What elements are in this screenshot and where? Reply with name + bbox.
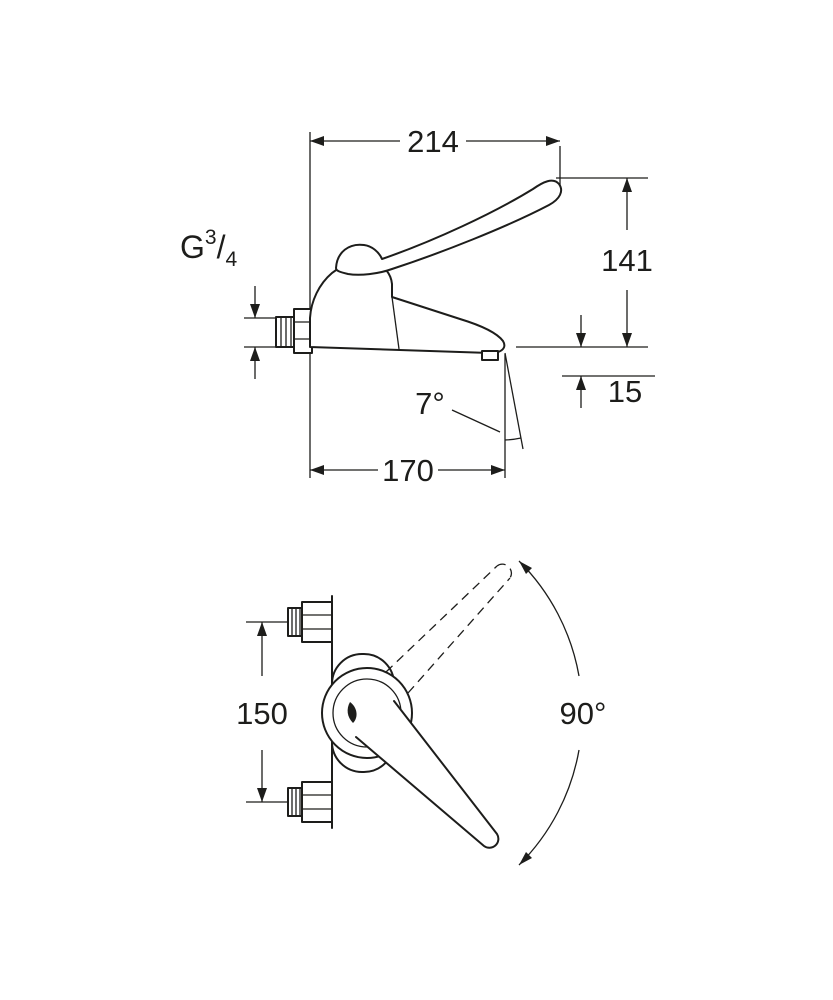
stream-angle-line <box>504 352 524 450</box>
thread-slash: / <box>217 229 226 265</box>
thread-denominator: 4 <box>225 248 237 271</box>
body-spout-seam-line <box>391 296 400 350</box>
thread-letter: G <box>180 229 205 265</box>
swing-arc-arrow-top <box>519 561 532 574</box>
dim-15-arrow-down <box>576 333 586 347</box>
angle-arc-7 <box>504 437 522 441</box>
lever-handle-plan-fill <box>354 701 499 848</box>
dim-214-arrow-left <box>310 136 324 146</box>
swing-arc-lower <box>518 749 580 866</box>
dim-spout-reach <box>310 465 505 475</box>
swing-arc-90 <box>518 560 580 866</box>
angle-7-label: 7° <box>415 386 445 421</box>
swing-arc-arrow-bottom <box>519 852 532 865</box>
union-nut-bottom <box>301 781 333 823</box>
thread-size-label: G3/4 <box>180 226 237 271</box>
thread-hatching-bottom <box>291 788 301 816</box>
dim-170-label: 170 <box>382 453 434 488</box>
dim-214-label: 214 <box>407 124 459 159</box>
top-view: 150 90° <box>236 560 607 866</box>
aerator <box>481 350 499 361</box>
thread-hatching-top <box>291 608 301 636</box>
dim-214-arrow-right <box>546 136 560 146</box>
dim-15-label: 15 <box>608 374 642 409</box>
supply-connection-bottom <box>287 781 333 823</box>
supply-connection-top <box>287 601 333 643</box>
thread-zone-arrow-down <box>250 304 260 318</box>
wall-fitting <box>275 308 313 354</box>
cartridge-index-mark <box>347 702 357 723</box>
union-nut-bottom-facets <box>302 794 332 810</box>
union-nut-top-facets <box>302 614 332 630</box>
dim-150-arrow-top <box>257 622 267 636</box>
thread-zone-arrow-up <box>250 347 260 361</box>
dim-170-arrow-left <box>310 465 324 475</box>
thread-hatching <box>280 317 292 347</box>
dim-141-label: 141 <box>601 243 653 278</box>
lever-handle <box>335 179 563 276</box>
spout-angle-construction <box>451 352 524 478</box>
dim-150-arrow-bottom <box>257 788 267 802</box>
dashed-lever-edge-2 <box>407 577 511 694</box>
dim-overall-reach <box>310 136 560 146</box>
dim-height <box>622 178 632 347</box>
dim-141-arrow-top <box>622 178 632 192</box>
dim-141-arrow-bottom <box>622 333 632 347</box>
lever-handle-dashed-position <box>385 563 513 694</box>
faucet-body-and-spout <box>309 261 506 354</box>
union-nut-top <box>301 601 333 643</box>
side-view: 214 141 15 170 7° G3/4 <box>180 124 655 488</box>
lever-handle-plan-outline <box>355 700 500 849</box>
dim-150-label: 150 <box>236 696 288 731</box>
angle-7-leader-line <box>451 409 501 433</box>
dashed-lever-edge-1 <box>385 565 498 673</box>
side-view-reference-lines <box>244 132 655 478</box>
dim-170-arrow-right <box>491 465 505 475</box>
dim-drop <box>576 315 586 408</box>
dashed-lever-tip <box>496 563 513 579</box>
thread-numerator: 3 <box>205 226 217 249</box>
dim-15-arrow-up <box>576 376 586 390</box>
angle-90-label: 90° <box>560 696 607 731</box>
swing-arc-upper <box>518 560 580 677</box>
dim-thread-zone <box>250 286 260 379</box>
